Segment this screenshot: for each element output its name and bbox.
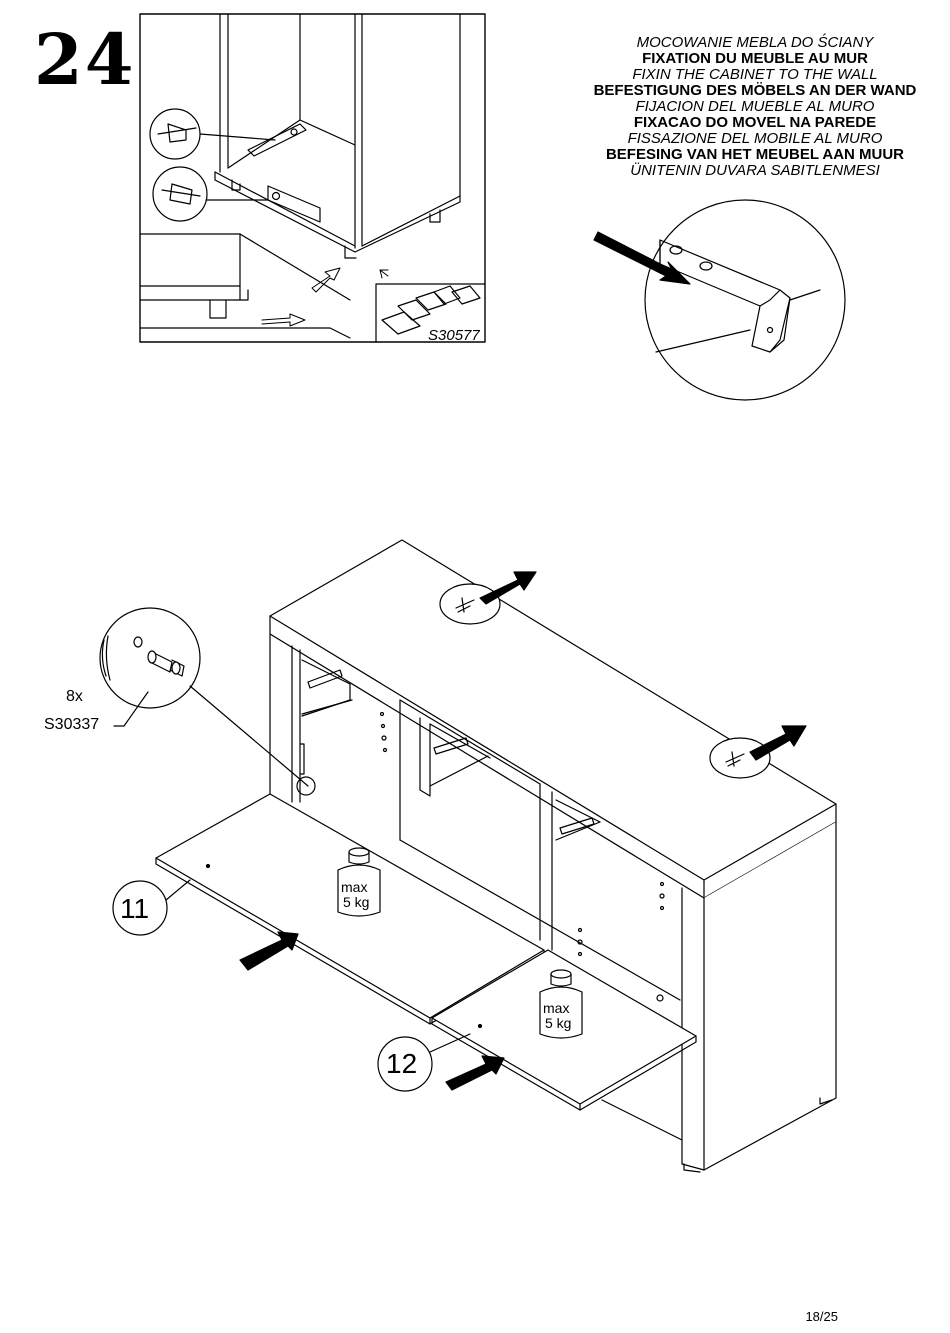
title-line: FIXACAO DO MOVEL NA PAREDE (633, 114, 877, 131)
title-line: FISSAZIONE DEL MOBILE AL MURO (627, 130, 883, 147)
title-line: FIXATION DU MEUBLE AU MUR (642, 50, 868, 67)
title-block: MOCOWANIE MEBLA DO ŚCIANY FIXATION DU ME… (570, 35, 940, 179)
shelf-pin-detail (99, 607, 316, 796)
title-line: ÜNITENIN DUVARA SABITLENMESI (630, 162, 880, 179)
leveling-inset (139, 13, 486, 343)
title-line: BEFESTIGUNG DES MÖBELS AN DER WAND (593, 82, 917, 99)
wall-bracket-detail (593, 199, 846, 401)
title-line: BEFESING VAN HET MEUBEL AAN MUUR (605, 146, 905, 163)
weight-label: max (341, 879, 368, 895)
inset-part-code: S30577 (428, 327, 480, 344)
step-number: 24 (34, 18, 136, 101)
title-line: FIXIN THE CABINET TO THE WALL (632, 66, 878, 83)
part-number-label: 11 (120, 893, 150, 924)
title-line: FIJACION DEL MUEBLE AL MURO (635, 98, 875, 115)
part-11-circle (112, 880, 168, 936)
sideboard-drawing (269, 539, 837, 1173)
weight-label: 5 kg (545, 1015, 572, 1031)
part-12-circle (377, 1036, 433, 1092)
weight-label: 5 kg (343, 894, 370, 910)
page-number: 18/25 (805, 1309, 838, 1324)
pin-quantity: 8x (66, 688, 83, 705)
title-line: MOCOWANIE MEBLA DO ŚCIANY (636, 34, 874, 51)
weight-label: max (543, 1000, 570, 1016)
pin-part-code: S30337 (44, 716, 100, 733)
weight-icon (337, 847, 381, 917)
part-number-label: 12 (386, 1048, 418, 1079)
weight-icon (539, 969, 583, 1039)
